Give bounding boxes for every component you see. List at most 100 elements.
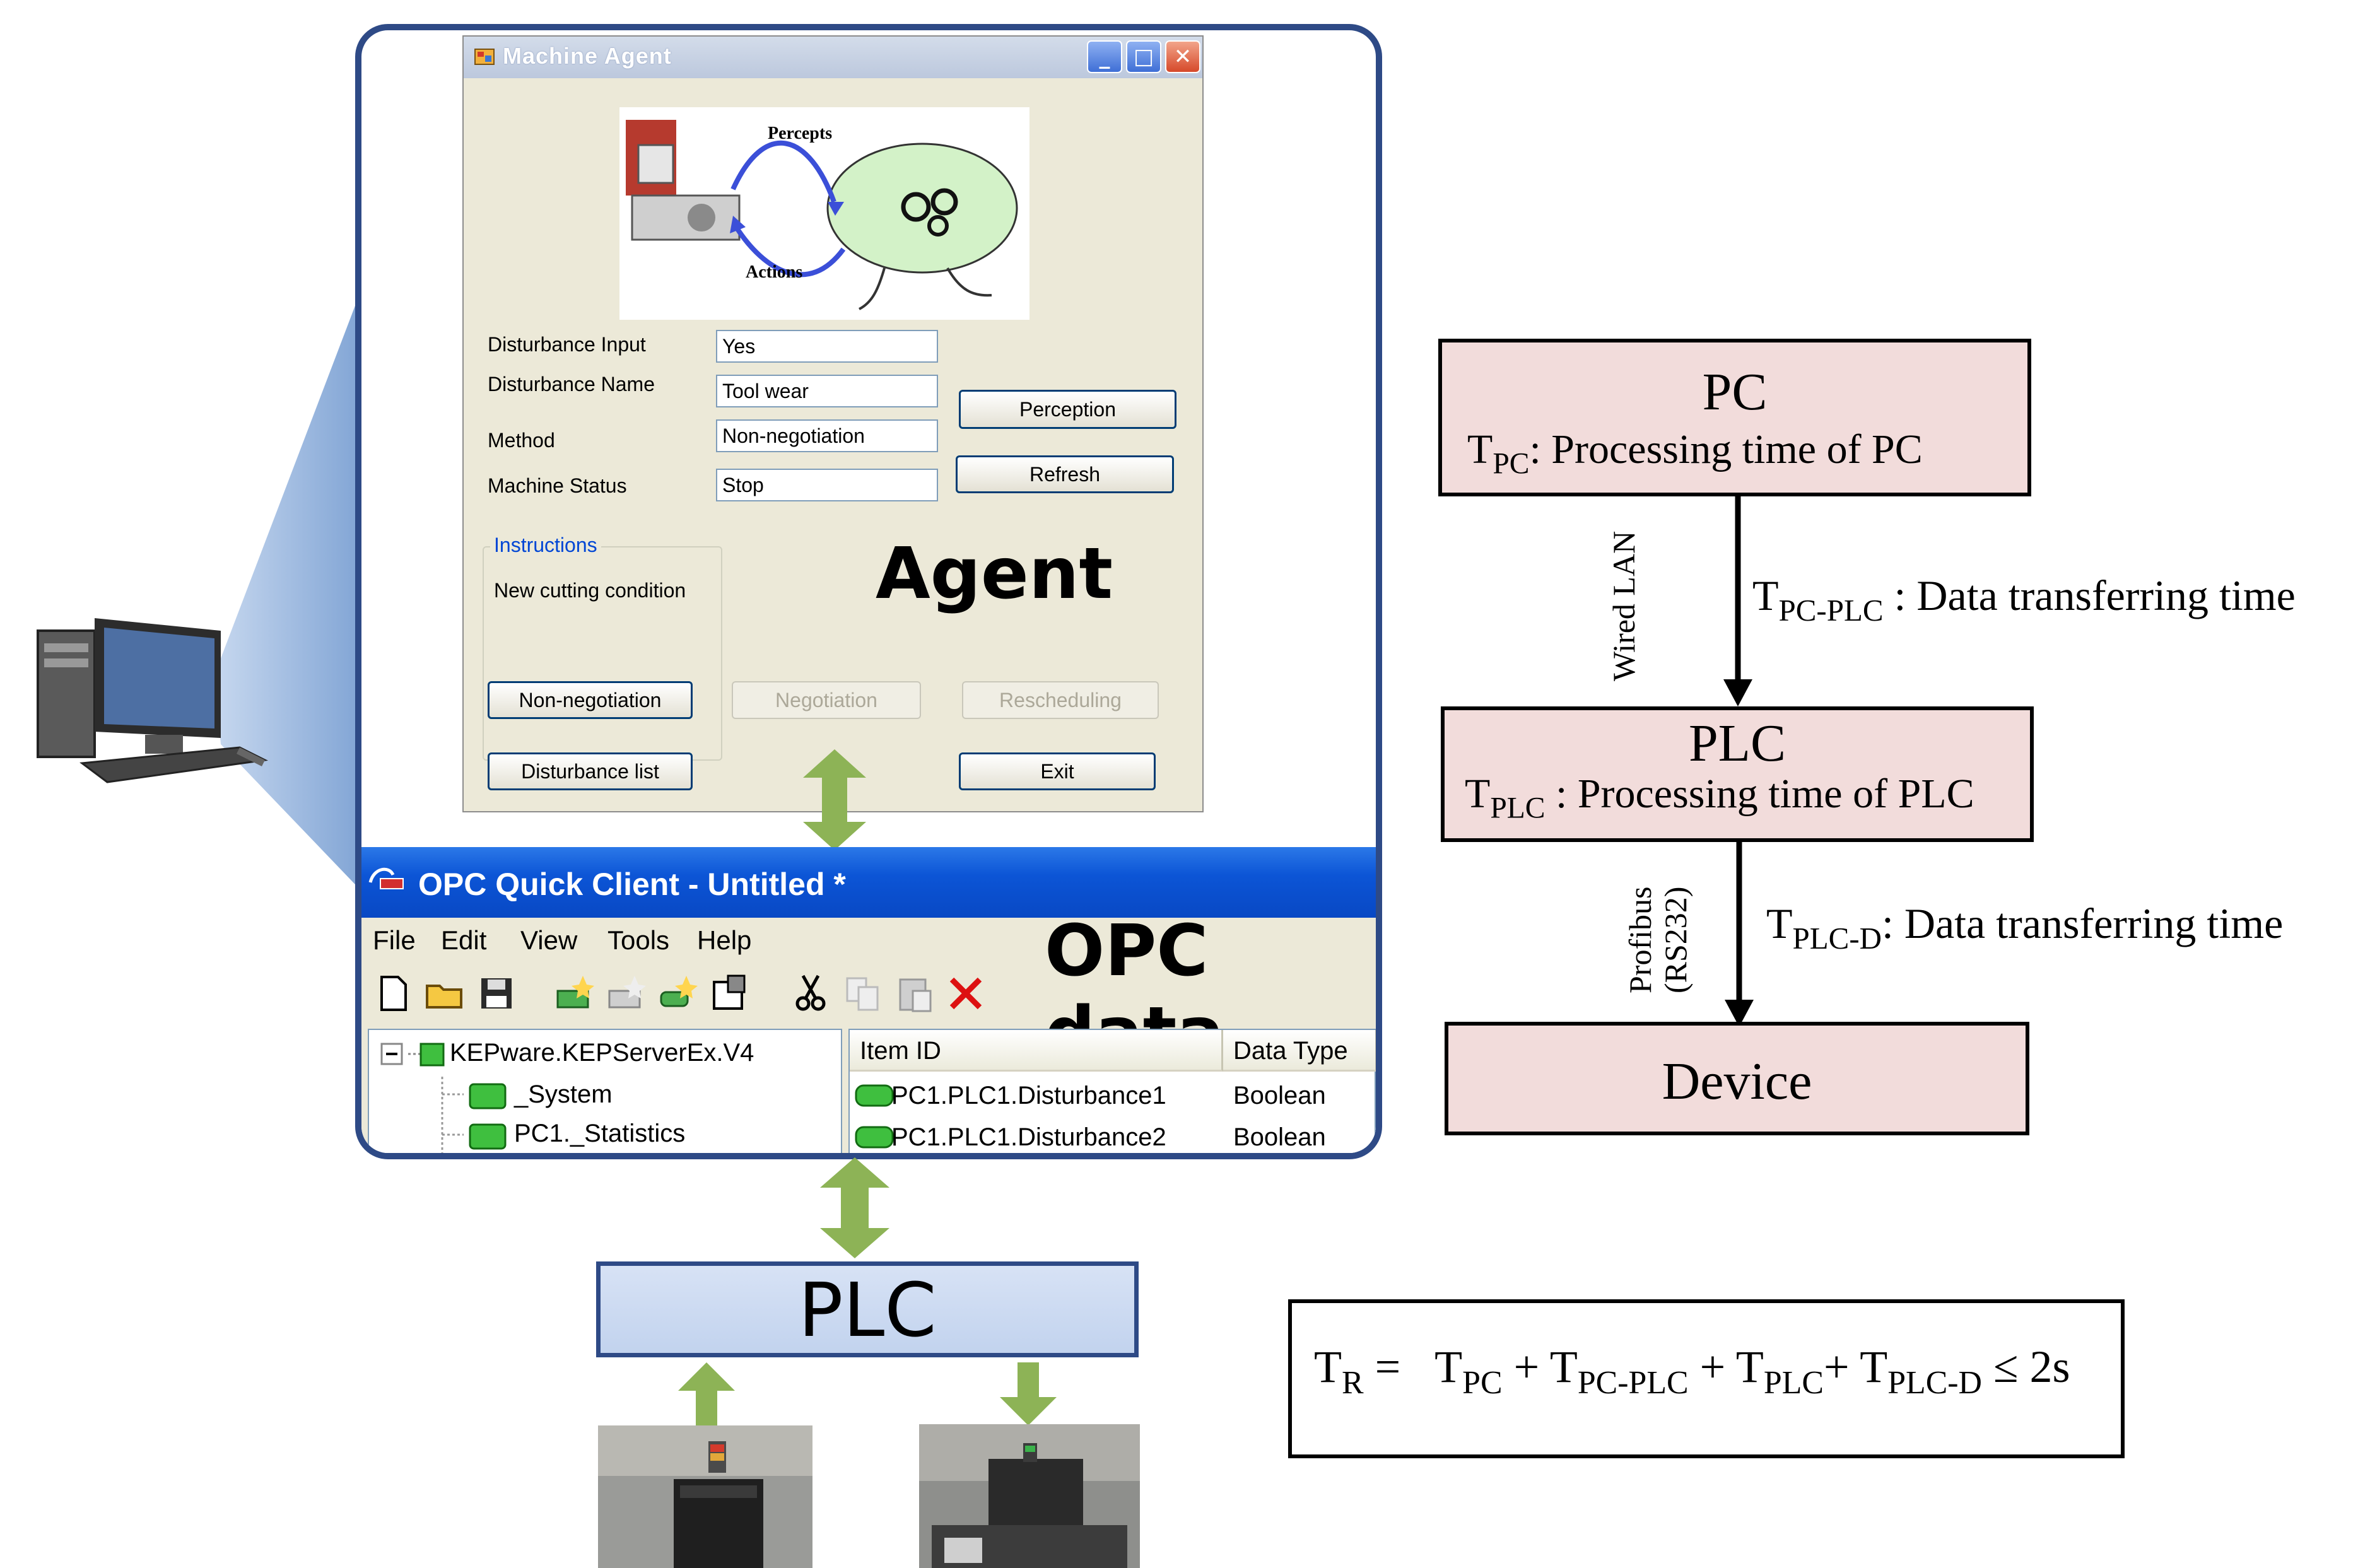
formula-expression: TR = TPC + TPC-PLC + TPLC+ TPLC-D ≤ 2s [1314,1341,2070,1401]
t-subscript: PLC [1763,1365,1824,1401]
rescheduling-button[interactable]: Rescheduling [962,681,1159,719]
t-subscript: PC [1493,447,1530,481]
server-tree-pane: KEPware.KEPServerEx.V4 _System PC1._Stat… [368,1029,842,1153]
pc-node-title: PC [1702,363,1768,421]
agent-illustration: Percepts Actions [619,107,1029,320]
t-symbol: T [1467,426,1493,472]
new-server-icon[interactable] [554,973,594,1014]
t-symbol: T [1314,1342,1342,1392]
pc-plc-transfer-time: TPC-PLC : Data transferring time [1752,571,2296,628]
t-symbol: T [1549,1342,1578,1392]
machine-status-field[interactable]: Stop [716,469,938,501]
actions-label: Actions [746,262,802,282]
plc-device-transfer-time: TPLC-D: Data transferring time [1766,899,2283,956]
agent-opc-double-arrow [803,749,866,850]
up-arrow-icon [678,1362,735,1425]
transfer-time-text: : Data transferring time [1881,899,2284,947]
column-header-data-type[interactable]: Data Type [1223,1030,1376,1072]
list-item-id[interactable]: PC1.PLC1.Disturbance1 [891,1082,1166,1109]
method-field[interactable]: Non-negotiation [716,419,938,452]
response-limit: ≤ 2s [1993,1342,2070,1392]
column-header-item-id[interactable]: Item ID [850,1030,1223,1072]
computer-icon [32,606,271,795]
t-subscript: PC-PLC [1577,1365,1689,1401]
opc-quick-client-window: OPC Quick Client - Untitled * File Edit … [361,847,1376,1153]
plc-node: PLC TPLC : Processing time of PLC [1441,706,2034,842]
cut-icon[interactable] [790,973,831,1014]
device-node: Device [1445,1022,2029,1135]
non-negotiation-button[interactable]: Non-negotiation [488,681,693,719]
down-arrow-icon [1000,1362,1057,1425]
field-label-disturbance-input: Disturbance Input [488,333,646,356]
instructions-legend: Instructions [490,534,601,557]
opc-plc-double-arrow [820,1157,889,1258]
new-file-icon[interactable] [373,973,413,1014]
save-icon[interactable] [476,973,517,1014]
tree-child-system[interactable]: _System [514,1080,613,1108]
folder-icon [469,1083,507,1109]
copy-icon[interactable] [842,973,883,1014]
plc-device-arrow [1725,839,1754,1027]
profibus-label-line2: (RS232) [1658,886,1693,993]
field-label-disturbance-name: Disturbance Name [488,373,655,395]
device-node-title: Device [1662,1052,1812,1111]
instructions-group [483,546,722,761]
pc-node-processing-time: TPC: Processing time of PC [1467,426,1923,481]
response-time-formula: TR = TPC + TPC-PLC + TPLC+ TPLC-D ≤ 2s [1288,1299,2125,1458]
processing-time-text: : Processing time of PC [1529,426,1923,472]
collapse-toggle-icon[interactable] [380,1043,403,1065]
opc-window-title: OPC Quick Client - Untitled * [418,867,846,902]
folder-icon [469,1123,507,1150]
maximize-button[interactable]: □ [1126,40,1161,73]
minimize-button[interactable]: _ [1087,40,1122,73]
exit-button[interactable]: Exit [959,752,1156,790]
menu-view[interactable]: View [520,925,578,955]
server-icon [408,1043,445,1067]
wired-lan-label: Wired LAN [1606,530,1641,681]
perception-button[interactable]: Perception [959,390,1176,429]
paste-icon[interactable] [894,973,934,1014]
field-label-machine-status: Machine Status [488,474,627,497]
menu-file[interactable]: File [373,925,416,955]
opc-titlebar: OPC Quick Client - Untitled * [361,847,1376,918]
properties-icon[interactable] [709,973,749,1014]
disturbance-name-field[interactable]: Tool wear [716,375,938,407]
signal-tower-photo [598,1425,812,1568]
plus-sign: + [1823,1342,1850,1392]
t-symbol: T [1752,571,1779,619]
list-item-data-type: Boolean [1233,1082,1326,1109]
t-subscript: PC-PLC [1778,593,1884,628]
opc-app-icon [368,867,404,889]
tag-icon [855,1084,894,1107]
plc-block-label: PLC [798,1267,937,1354]
list-item-id[interactable]: PC1.PLC1.Disturbance2 [891,1123,1166,1151]
profibus-label: Profibus(RS232) [1622,887,1693,993]
new-group-icon[interactable] [606,973,646,1014]
disturbance-input-field[interactable]: Yes [716,330,938,363]
agent-overlay-label: Agent [876,533,1113,615]
delete-icon[interactable] [946,973,986,1014]
agent-titlebar: Machine Agent _ □ ✕ [464,37,1202,78]
t-symbol: T [1766,899,1793,947]
negotiation-button[interactable]: Negotiation [732,681,921,719]
transfer-time-text: : Data transferring time [1894,571,2296,619]
disturbance-list-button[interactable]: Disturbance list [488,752,693,790]
t-subscript: R [1341,1365,1364,1401]
open-folder-icon[interactable] [425,973,465,1014]
close-button[interactable]: ✕ [1165,40,1200,73]
menu-edit[interactable]: Edit [441,925,487,955]
refresh-button[interactable]: Refresh [956,455,1174,493]
t-symbol: T [1860,1342,1888,1392]
menu-tools[interactable]: Tools [607,925,670,955]
t-symbol: T [1735,1342,1764,1392]
menu-help[interactable]: Help [697,925,752,955]
app-icon [474,49,495,65]
instructions-text: New cutting condition [494,579,686,602]
item-list-pane: Item ID Data Type PC1.PLC1.Disturbance1 … [848,1029,1376,1153]
new-item-icon[interactable] [657,973,698,1014]
tree-child-statistics[interactable]: PC1._Statistics [514,1120,686,1147]
tree-root-label[interactable]: KEPware.KEPServerEx.V4 [450,1039,754,1067]
plus-sign: + [1699,1342,1726,1392]
t-subscript: PC [1462,1365,1503,1401]
